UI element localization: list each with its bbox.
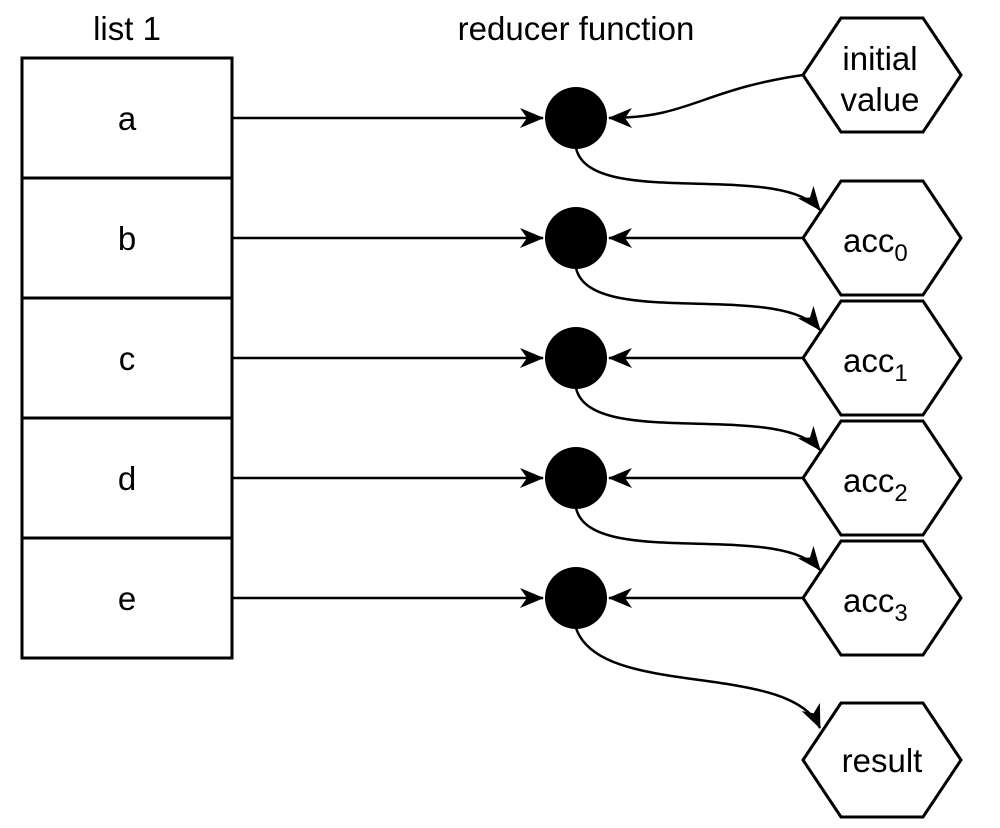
result-hex: result bbox=[801, 701, 963, 819]
initial-value-line-1: initial bbox=[842, 40, 917, 77]
reducer-title: reducer function bbox=[458, 10, 695, 47]
acc-base: acc bbox=[843, 222, 894, 259]
result-label: result bbox=[842, 742, 923, 779]
list-cell-c: c bbox=[20, 296, 234, 420]
initial-value-hex: initial value bbox=[801, 16, 963, 134]
arrow-node-to-acc2 bbox=[574, 387, 821, 451]
list-cell-label: b bbox=[118, 220, 136, 257]
list-cell-label: e bbox=[118, 580, 136, 617]
arrow-node-to-result bbox=[574, 627, 822, 729]
list-cell-e: e bbox=[20, 536, 234, 660]
list-title: list 1 bbox=[93, 10, 161, 47]
list-cell-a: a bbox=[20, 56, 234, 180]
list-cell-label: a bbox=[118, 100, 137, 137]
acc-base: acc bbox=[843, 342, 894, 379]
acc-subscript: 0 bbox=[894, 240, 907, 267]
list-table: a b c d e bbox=[20, 56, 234, 660]
reducer-node bbox=[545, 87, 607, 149]
reducer-nodes bbox=[545, 87, 607, 629]
reducer-node bbox=[545, 567, 607, 629]
arrow-node-to-acc1 bbox=[574, 267, 821, 331]
reducer-to-acc-arrows bbox=[574, 147, 822, 729]
acc3-label: acc3 bbox=[843, 582, 908, 627]
acc1-label: acc1 bbox=[843, 342, 908, 387]
reducer-node bbox=[545, 327, 607, 389]
arrow-node-to-acc3 bbox=[574, 507, 821, 571]
acc0-label: acc0 bbox=[843, 222, 908, 267]
acc0-hex: acc0 bbox=[801, 179, 963, 297]
reducer-node bbox=[545, 447, 607, 509]
acc-base: acc bbox=[843, 462, 894, 499]
acc-subscript: 2 bbox=[894, 480, 907, 507]
acc-subscript: 3 bbox=[894, 600, 907, 627]
acc2-hex: acc2 bbox=[801, 419, 963, 537]
acc3-hex: acc3 bbox=[801, 539, 963, 657]
acc-subscript: 1 bbox=[894, 360, 907, 387]
acc-base: acc bbox=[843, 582, 894, 619]
acc-to-reducer-arrows bbox=[608, 73, 804, 608]
list-cell-label: c bbox=[119, 340, 136, 377]
arrow-initial-to-node bbox=[608, 73, 804, 128]
list-cell-label: d bbox=[118, 460, 136, 497]
list-cell-d: d bbox=[20, 416, 234, 540]
list-to-reducer-arrows bbox=[232, 108, 544, 608]
acc2-label: acc2 bbox=[843, 462, 908, 507]
list-cell-b: b bbox=[20, 176, 234, 300]
reducer-node bbox=[545, 207, 607, 269]
initial-value-line-2: value bbox=[841, 81, 920, 118]
arrow-node-to-acc0 bbox=[574, 147, 821, 211]
acc1-hex: acc1 bbox=[801, 299, 963, 417]
